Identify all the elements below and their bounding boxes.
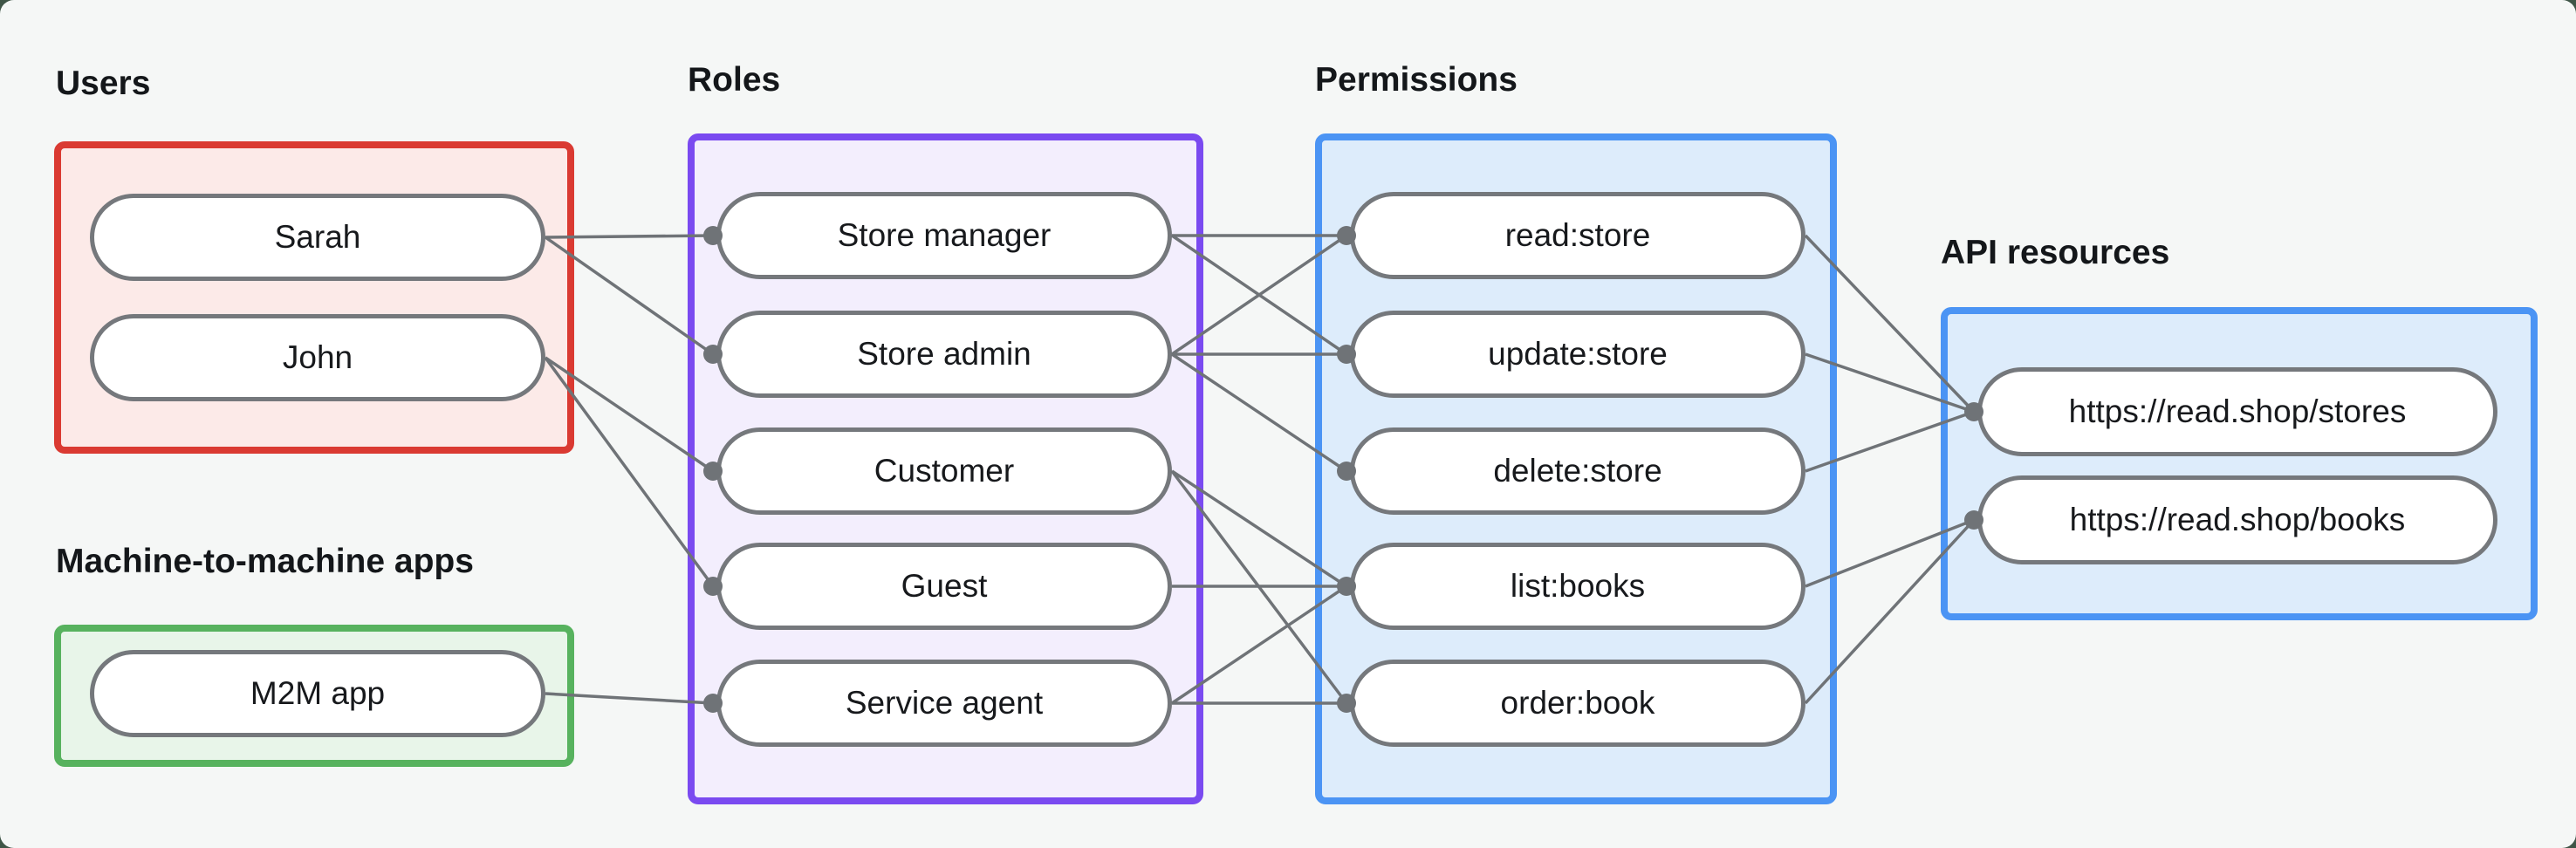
node-books-api: https://read.shop/books <box>1977 475 2497 564</box>
node-delete-store-label: delete:store <box>1493 453 1662 489</box>
node-books-api-label: https://read.shop/books <box>2069 502 2406 537</box>
node-list-books: list:books <box>1350 543 1805 630</box>
node-m2m-app: M2M app <box>90 650 545 737</box>
users-label: Users <box>56 65 151 102</box>
node-customer-label: Customer <box>874 453 1015 489</box>
node-read-store: read:store <box>1350 192 1805 279</box>
node-order-book: order:book <box>1350 660 1805 747</box>
node-customer: Customer <box>716 427 1172 515</box>
node-update-store: update:store <box>1350 311 1805 398</box>
permissions-label: Permissions <box>1315 61 1518 99</box>
api-resources-label: API resources <box>1941 234 2170 271</box>
node-john-label: John <box>282 339 353 375</box>
node-stores-api: https://read.shop/stores <box>1977 367 2497 456</box>
node-sarah: Sarah <box>90 194 545 281</box>
node-service-agent-label: Service agent <box>845 685 1044 721</box>
node-order-book-label: order:book <box>1500 685 1655 721</box>
node-delete-store: delete:store <box>1350 427 1805 515</box>
node-m2m-app-label: M2M app <box>250 675 386 711</box>
node-guest: Guest <box>716 543 1172 630</box>
node-list-books-label: list:books <box>1510 568 1646 604</box>
node-read-store-label: read:store <box>1504 217 1651 253</box>
node-sarah-label: Sarah <box>274 219 361 255</box>
node-stores-api-label: https://read.shop/stores <box>2068 393 2407 429</box>
node-store-admin-label: Store admin <box>857 336 1031 372</box>
node-guest-label: Guest <box>901 568 988 604</box>
node-store-manager: Store manager <box>716 192 1172 279</box>
node-service-agent: Service agent <box>716 660 1172 747</box>
api-resources-group-box <box>1941 307 2538 620</box>
m2m-apps-label: Machine-to-machine apps <box>56 543 474 580</box>
users-group-box <box>54 141 574 454</box>
node-update-store-label: update:store <box>1488 336 1668 372</box>
roles-label: Roles <box>688 61 781 99</box>
node-store-admin: Store admin <box>716 311 1172 398</box>
node-store-manager-label: Store manager <box>837 217 1052 253</box>
node-john: John <box>90 314 545 401</box>
